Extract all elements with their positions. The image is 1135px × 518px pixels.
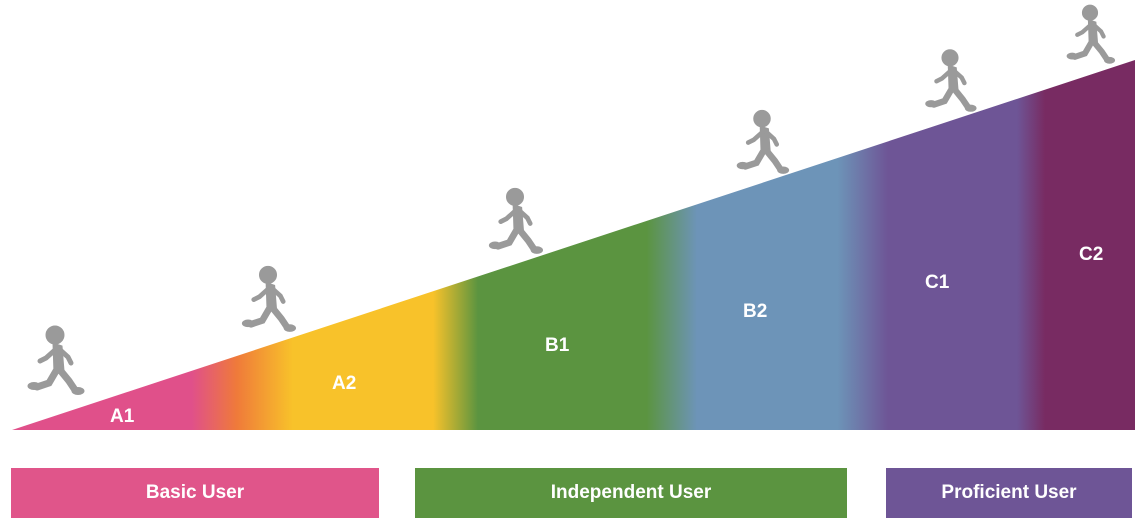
level-label-a2: A2 [332, 373, 356, 394]
running-child-icon-3 [489, 188, 542, 253]
running-child-icon-2 [242, 266, 295, 331]
level-label-b2: B2 [743, 301, 767, 322]
proficient-user-label: Proficient User [941, 482, 1077, 503]
level-label-a1: A1 [110, 406, 135, 427]
running-child-icon-5 [926, 50, 976, 112]
independent-user-label: Independent User [550, 482, 712, 503]
level-ramp [12, 60, 1135, 430]
proficient-user-bar: Proficient User [886, 468, 1132, 518]
independent-user-bar: Independent User [415, 468, 847, 518]
running-child-icon-6 [1067, 5, 1115, 63]
level-label-b1: B1 [545, 335, 570, 356]
level-label-c2: C2 [1079, 244, 1103, 265]
running-child-icon-4 [737, 110, 789, 173]
running-child-icon-1 [28, 326, 84, 395]
basic-user-bar: Basic User [11, 468, 379, 518]
basic-user-label: Basic User [145, 482, 245, 503]
level-label-c1: C1 [925, 272, 950, 293]
